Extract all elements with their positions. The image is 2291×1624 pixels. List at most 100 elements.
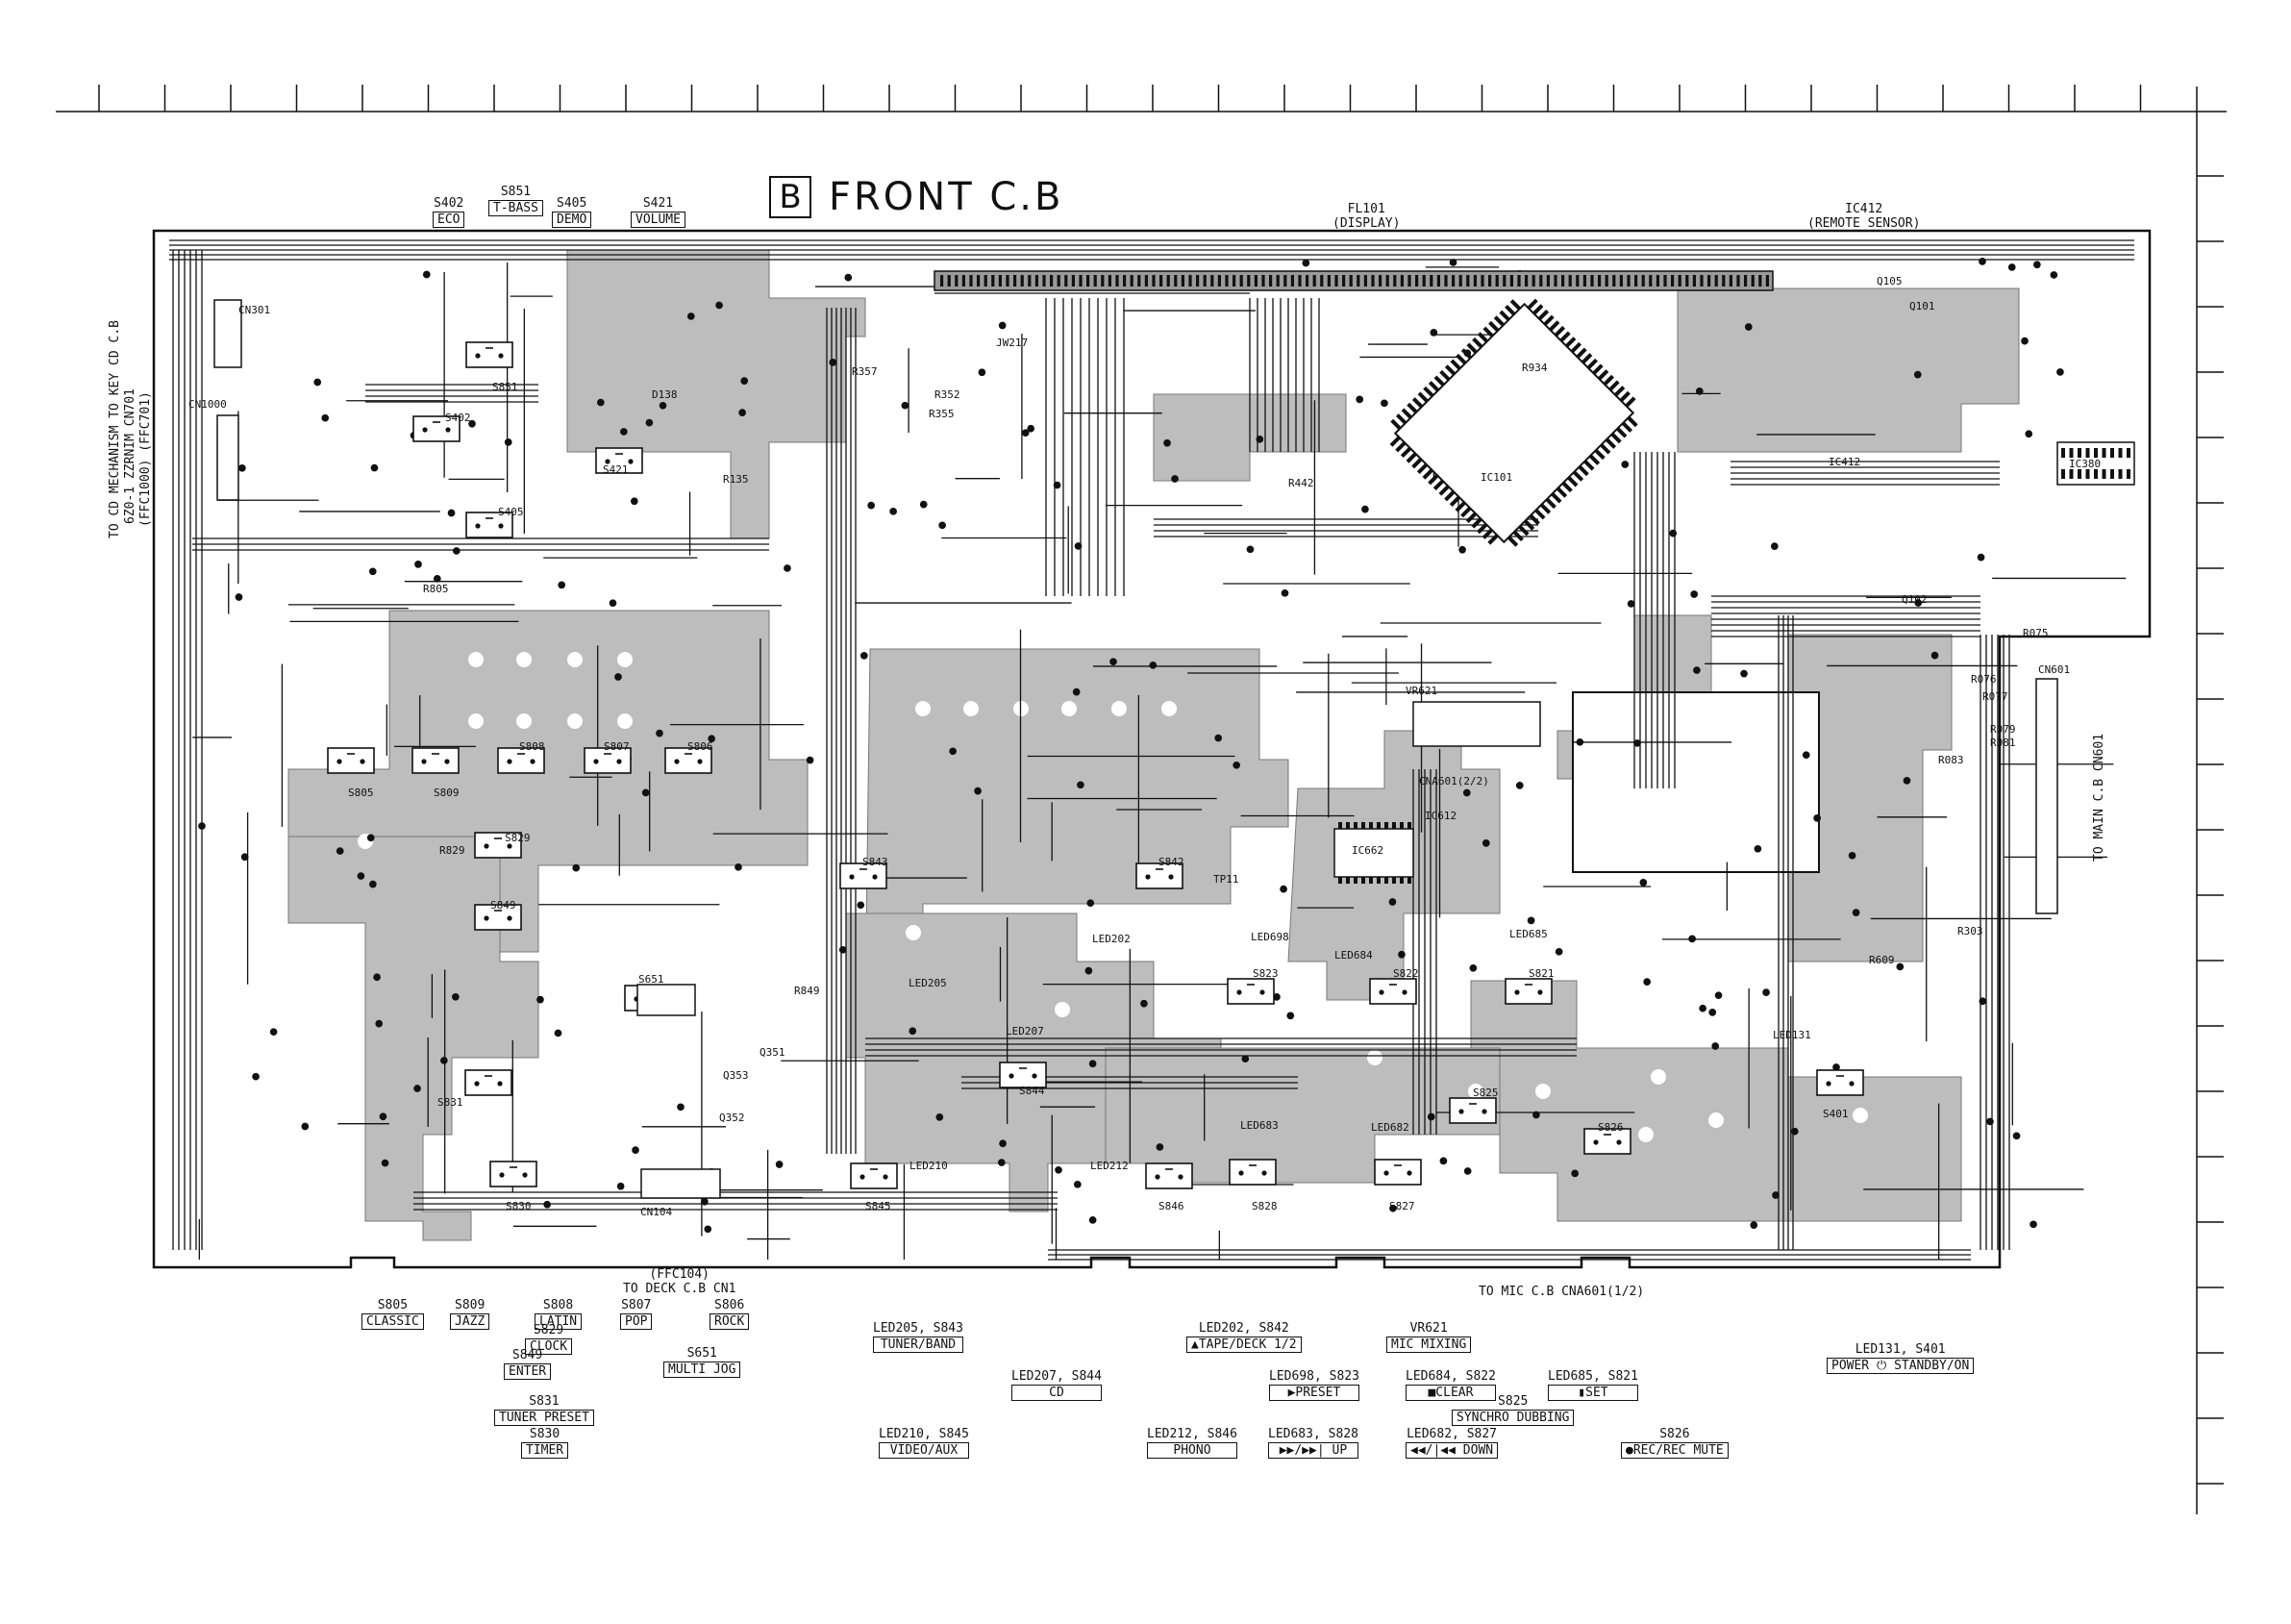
legend-function: ▶PRESET — [1269, 1385, 1359, 1401]
ref-q353: Q353 — [723, 1069, 749, 1082]
legend-led682s827: LED682, S827◀◀/|◀◀ DOWN — [1406, 1427, 1499, 1459]
legend-ref: S807 — [621, 1298, 652, 1312]
ref-s651: S651 — [638, 973, 664, 986]
legend-function: POP — [620, 1313, 653, 1330]
ref-s807: S807 — [604, 740, 630, 753]
ref-s849: S849 — [490, 899, 516, 912]
legend-function: MULTI JOG — [663, 1362, 741, 1378]
ref-s830: S830 — [506, 1200, 532, 1212]
legend-led683s828: LED683, S828▶▶/▶▶| UP — [1268, 1427, 1358, 1459]
legend-ref: S831 — [529, 1394, 560, 1409]
fl101-connector — [934, 270, 1774, 291]
legend-function: PHONO — [1147, 1442, 1237, 1459]
board-title: B FRONT C.B — [769, 175, 1063, 219]
ref-led212: LED212 — [1090, 1160, 1129, 1172]
legend-function: ▮SET — [1548, 1385, 1638, 1401]
legend-function: ▲TAPE/DECK 1/2 — [1186, 1337, 1302, 1353]
legend-function: MIC MIXING — [1386, 1337, 1472, 1353]
legend-led685s821: LED685, S821▮SET — [1548, 1369, 1638, 1401]
ref-r609: R609 — [1869, 954, 1895, 966]
ref-r076: R076 — [1971, 673, 1997, 686]
legend-function: LATIN — [535, 1313, 583, 1330]
legend-ref: S830 — [529, 1427, 560, 1441]
mic-connector-label: TO MIC C.B CNA601(1/2) — [1479, 1285, 1645, 1299]
legend-ref: S651 — [686, 1346, 717, 1361]
ref-vr621: VR621 — [1406, 685, 1438, 697]
legend-function: ■CLEAR — [1406, 1385, 1496, 1401]
ref-s845: S845 — [865, 1200, 891, 1212]
legend-ref: LED131, S401 — [1855, 1342, 1946, 1357]
ref-s831: S831 — [437, 1096, 463, 1109]
ref-s826: S826 — [1598, 1121, 1624, 1134]
ref-s808: S808 — [519, 740, 545, 753]
legend-function: TUNER PRESET — [494, 1410, 594, 1426]
ref-s401: S401 — [1823, 1108, 1849, 1120]
fl101-pins — [940, 275, 1769, 287]
ref-r357: R357 — [852, 365, 878, 378]
ref-led698: LED698 — [1251, 931, 1289, 943]
legend-ref: S806 — [714, 1298, 745, 1312]
side-label-ffc: (FFC1000) (FFC701) — [138, 391, 153, 527]
legend-led202s842: LED202, S842▲TAPE/DECK 1/2 — [1186, 1321, 1302, 1353]
legend-ref: LED202, S842 — [1198, 1321, 1289, 1336]
ref-s843: S843 — [862, 856, 888, 868]
ref-jw217: JW217 — [996, 337, 1029, 349]
top-ruler-ticks — [98, 85, 2142, 112]
legend-ref: LED684, S822 — [1406, 1369, 1496, 1384]
legend-function: SYNCHRO DUBBING — [1452, 1410, 1575, 1426]
ic412-label: IC412(REMOTE SENSOR) — [1807, 202, 1921, 231]
legend-ref: VR621 — [1409, 1321, 1448, 1336]
ref-cn601: CN601 — [2038, 663, 2071, 676]
ref-q352: Q352 — [719, 1112, 745, 1124]
ic101-pins — [1389, 298, 1638, 547]
ref-cna60122: CNA601(2/2) — [1419, 775, 1489, 787]
legend-ref: S849 — [511, 1348, 543, 1362]
ref-led684: LED684 — [1334, 949, 1373, 962]
legend-ref: S825 — [1498, 1394, 1529, 1409]
legend-ref: S829 — [533, 1323, 564, 1337]
legend-function: ROCK — [710, 1313, 750, 1330]
legend-function: VIDEO/AUX — [879, 1442, 969, 1459]
ref-s828: S828 — [1252, 1200, 1278, 1212]
legend-function: ◀◀/|◀◀ DOWN — [1406, 1442, 1499, 1459]
ref-s821: S821 — [1529, 967, 1555, 980]
vr621-body — [1412, 701, 1541, 747]
legend-ref: S808 — [542, 1298, 574, 1312]
side-label-cd-mech: TO CD MECHANISM TO KEY CD C.B — [108, 320, 122, 538]
legend-ref: S805 — [377, 1298, 409, 1312]
ref-cn104: CN104 — [640, 1206, 673, 1218]
ref-s402: S402 — [445, 412, 471, 424]
ic101-package — [1389, 298, 1638, 547]
ref-q101: Q101 — [1909, 300, 1935, 312]
ref-ic612: IC612 — [1425, 810, 1457, 822]
board-title-text: FRONT C.B — [829, 175, 1064, 219]
ref-r081: R081 — [1990, 737, 2016, 749]
legend-function: POWER ⏻ STANDBY/ON — [1827, 1358, 1975, 1374]
ref-s809: S809 — [434, 787, 460, 799]
side-label-mid: 6Z0-1 ZZRNIM CN701 — [123, 388, 137, 524]
legend-function: CLASSIC — [361, 1313, 424, 1330]
legend-led684s822: LED684, S822■CLEAR — [1406, 1369, 1496, 1401]
connector-blocks — [213, 299, 2058, 1199]
board-letter: B — [769, 176, 811, 218]
legend-function: JAZZ — [450, 1313, 490, 1330]
ref-s827: S827 — [1389, 1200, 1415, 1212]
ref-s823: S823 — [1253, 967, 1279, 980]
legend-ref: LED207, S844 — [1011, 1369, 1102, 1384]
ref-r135: R135 — [723, 473, 749, 486]
legend-ref: LED698, S823 — [1269, 1369, 1359, 1384]
